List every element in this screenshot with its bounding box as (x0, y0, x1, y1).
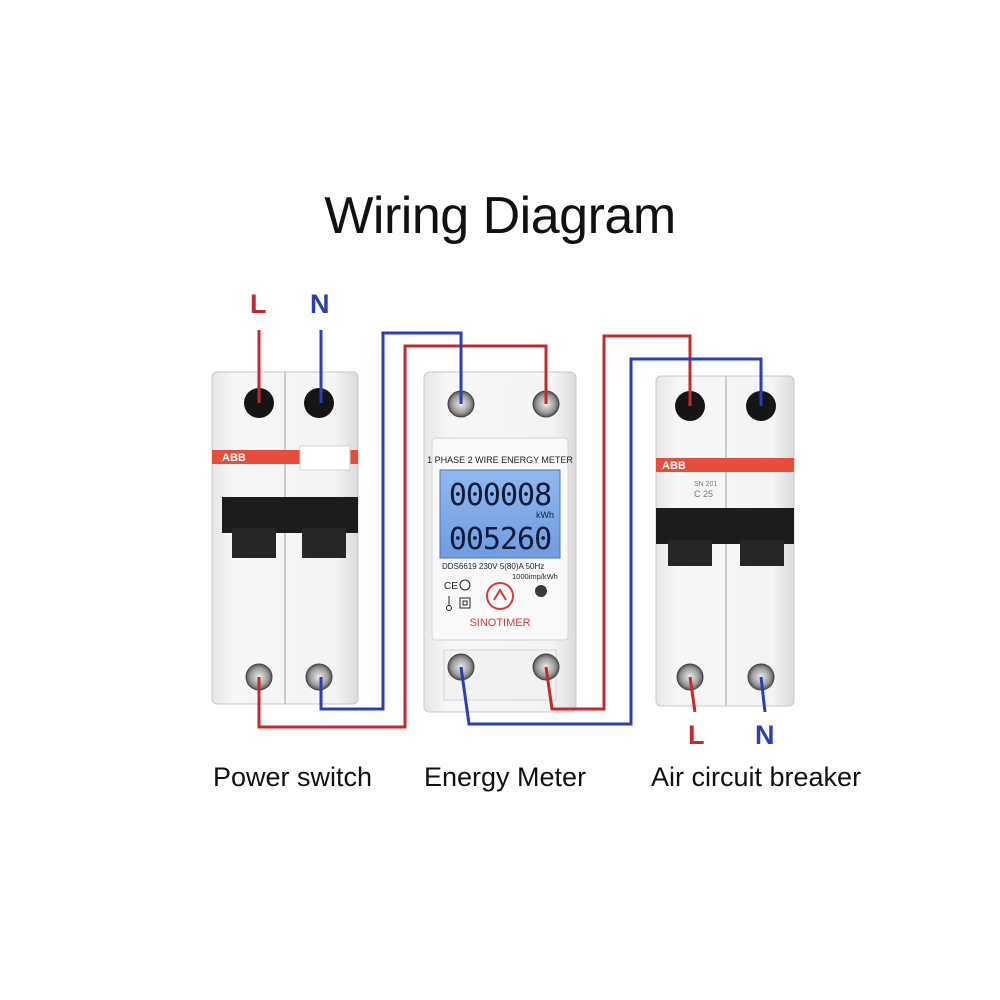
terminal-screw (305, 663, 333, 691)
class-mark-icon (459, 579, 471, 591)
breaker-brand: ABB (662, 460, 686, 472)
meter-impulse: 1000imp/kWh (512, 572, 558, 581)
live-terminal-label: L (250, 289, 267, 319)
pulse-led (535, 585, 547, 597)
live-terminal-label: L (688, 720, 705, 750)
meter-unit: kWh (536, 510, 554, 520)
up-arrow-icon (493, 588, 507, 601)
air-circuit-breaker: ABB SN 201 C 25 (655, 375, 795, 707)
meter-button (486, 582, 514, 610)
ce-mark: CE (444, 581, 458, 592)
neutral-wire (759, 676, 767, 713)
air-breaker-caption: Air circuit breaker (651, 762, 862, 792)
breaker-rating: C 25 (694, 489, 713, 499)
neutral-terminal-label: N (755, 720, 775, 750)
meter-spec-line: DDS6619 230V 5(80)A 50Hz (442, 562, 544, 571)
energy-meter-caption: Energy Meter (424, 762, 587, 792)
double-insulation-icon (459, 597, 471, 609)
meter-brand: SINOTIMER (469, 617, 530, 629)
neutral-wire (459, 357, 763, 726)
meter-reading-2: 005260 (449, 522, 551, 557)
live-wire (688, 676, 697, 713)
meter-reading-1: 000008 (449, 478, 551, 513)
power-switch: ABB (211, 371, 359, 705)
page-title: Wiring Diagram (324, 187, 676, 245)
neutral-terminal-label: N (310, 289, 330, 319)
toggle-lever (656, 508, 794, 544)
power-switch-caption: Power switch (213, 762, 373, 792)
live-wire (257, 344, 548, 729)
wires (257, 330, 767, 729)
toggle-lever (222, 497, 358, 533)
lcd-display (439, 469, 561, 559)
terminal-screw (304, 388, 334, 418)
breaker-model: SN 201 (694, 481, 717, 488)
power-switch-brand: ABB (222, 452, 246, 464)
neutral-wire (319, 331, 463, 711)
energy-meter: 1 PHASE 2 WIRE ENERGY METER 000008 kWh 0… (423, 371, 577, 713)
live-wire (544, 334, 692, 711)
meter-header: 1 PHASE 2 WIRE ENERGY METER (427, 455, 573, 465)
